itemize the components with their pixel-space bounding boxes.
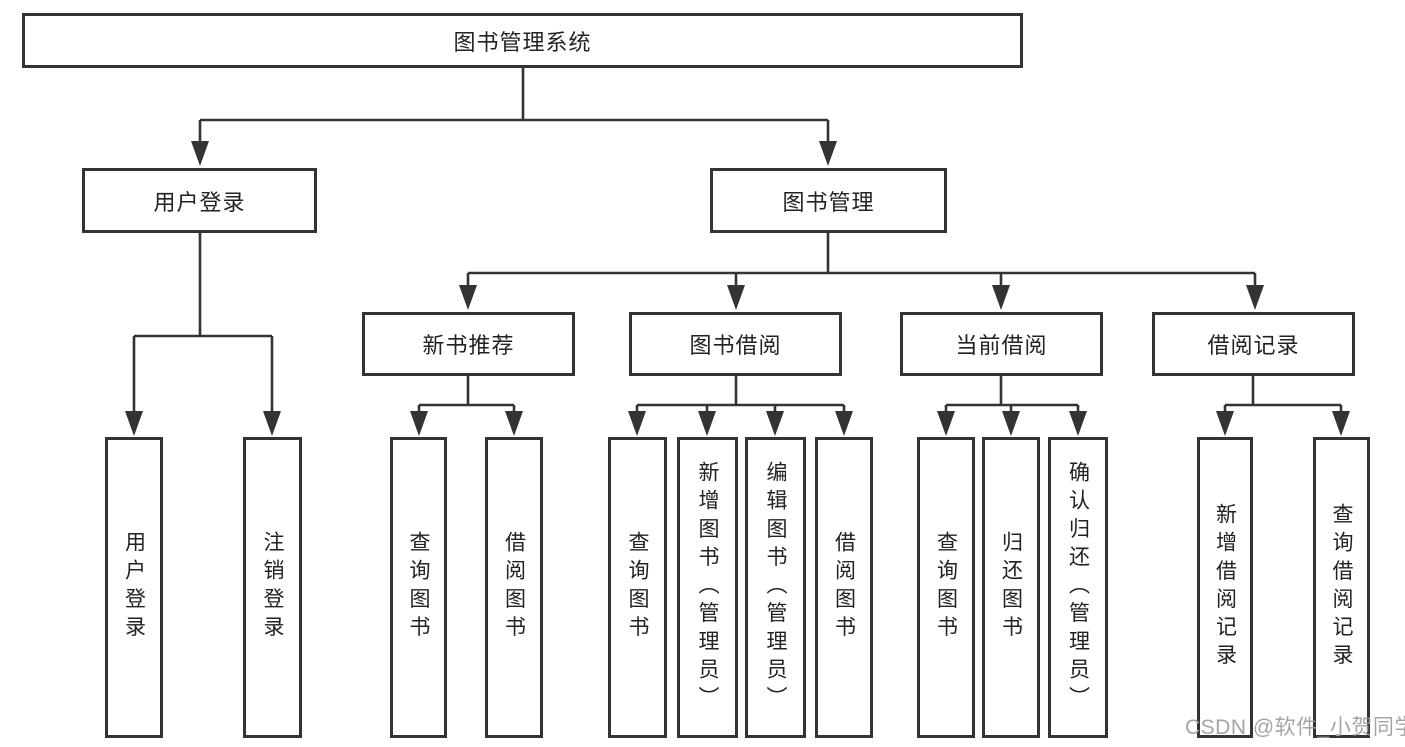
csdn-watermark: CSDN @软件_小贺同学 — [1185, 716, 1405, 739]
node-leaf-query-books-2: 查询图书 — [608, 437, 667, 738]
node-leaf-borrow-books-1: 借阅图书 — [485, 437, 543, 738]
node-new-book-recommend-label: 新书推荐 — [422, 333, 515, 358]
node-leaf-edit-books-admin: 编辑图书（管理员） — [745, 437, 806, 738]
node-book-management: 图书管理 — [710, 168, 947, 233]
node-current-borrowing-label: 当前借阅 — [955, 333, 1048, 358]
node-leaf-query-books-1-label: 查询图书 — [407, 531, 430, 644]
node-leaf-logout: 注销登录 — [243, 437, 302, 738]
node-leaf-query-books-2-label: 查询图书 — [626, 531, 649, 644]
node-leaf-return-books-label: 归还图书 — [999, 531, 1023, 644]
node-leaf-user-login: 用户登录 — [105, 437, 163, 738]
node-root: 图书管理系统 — [22, 13, 1023, 68]
node-leaf-query-borrow-record-label: 查询借阅记录 — [1330, 503, 1353, 672]
node-book-management-label: 图书管理 — [782, 189, 875, 215]
node-leaf-add-books-admin: 新增图书（管理员） — [677, 437, 738, 738]
node-leaf-borrow-books-2-label: 借阅图书 — [832, 531, 856, 644]
node-leaf-query-books-1: 查询图书 — [390, 437, 447, 738]
node-leaf-borrow-books-1-label: 借阅图书 — [502, 531, 526, 644]
node-book-borrowing-label: 图书借阅 — [689, 333, 782, 358]
node-leaf-query-borrow-record: 查询借阅记录 — [1313, 437, 1370, 738]
node-new-book-recommend: 新书推荐 — [362, 312, 575, 376]
node-borrowing-records-label: 借阅记录 — [1207, 333, 1300, 358]
node-leaf-user-login-label: 用户登录 — [122, 531, 146, 644]
node-current-borrowing: 当前借阅 — [900, 312, 1103, 376]
node-leaf-return-books: 归还图书 — [982, 437, 1040, 738]
node-leaf-borrow-books-2: 借阅图书 — [815, 437, 873, 738]
node-leaf-add-borrow-record: 新增借阅记录 — [1197, 437, 1253, 738]
node-user-login: 用户登录 — [82, 168, 317, 233]
node-leaf-logout-label: 注销登录 — [261, 531, 284, 644]
node-leaf-add-borrow-record-label: 新增借阅记录 — [1213, 503, 1237, 672]
node-leaf-confirm-return-admin-label: 确认归还（管理员） — [1066, 460, 1090, 715]
node-leaf-edit-books-admin-label: 编辑图书（管理员） — [764, 460, 787, 715]
node-leaf-query-books-3: 查询图书 — [917, 437, 975, 738]
node-leaf-query-books-3-label: 查询图书 — [934, 531, 958, 644]
node-borrowing-records: 借阅记录 — [1152, 312, 1355, 376]
node-root-label: 图书管理系统 — [453, 29, 592, 55]
node-user-login-label: 用户登录 — [153, 189, 246, 215]
node-leaf-add-books-admin-label: 新增图书（管理员） — [696, 460, 719, 715]
node-leaf-confirm-return-admin: 确认归还（管理员） — [1048, 437, 1108, 738]
node-book-borrowing: 图书借阅 — [629, 312, 842, 376]
